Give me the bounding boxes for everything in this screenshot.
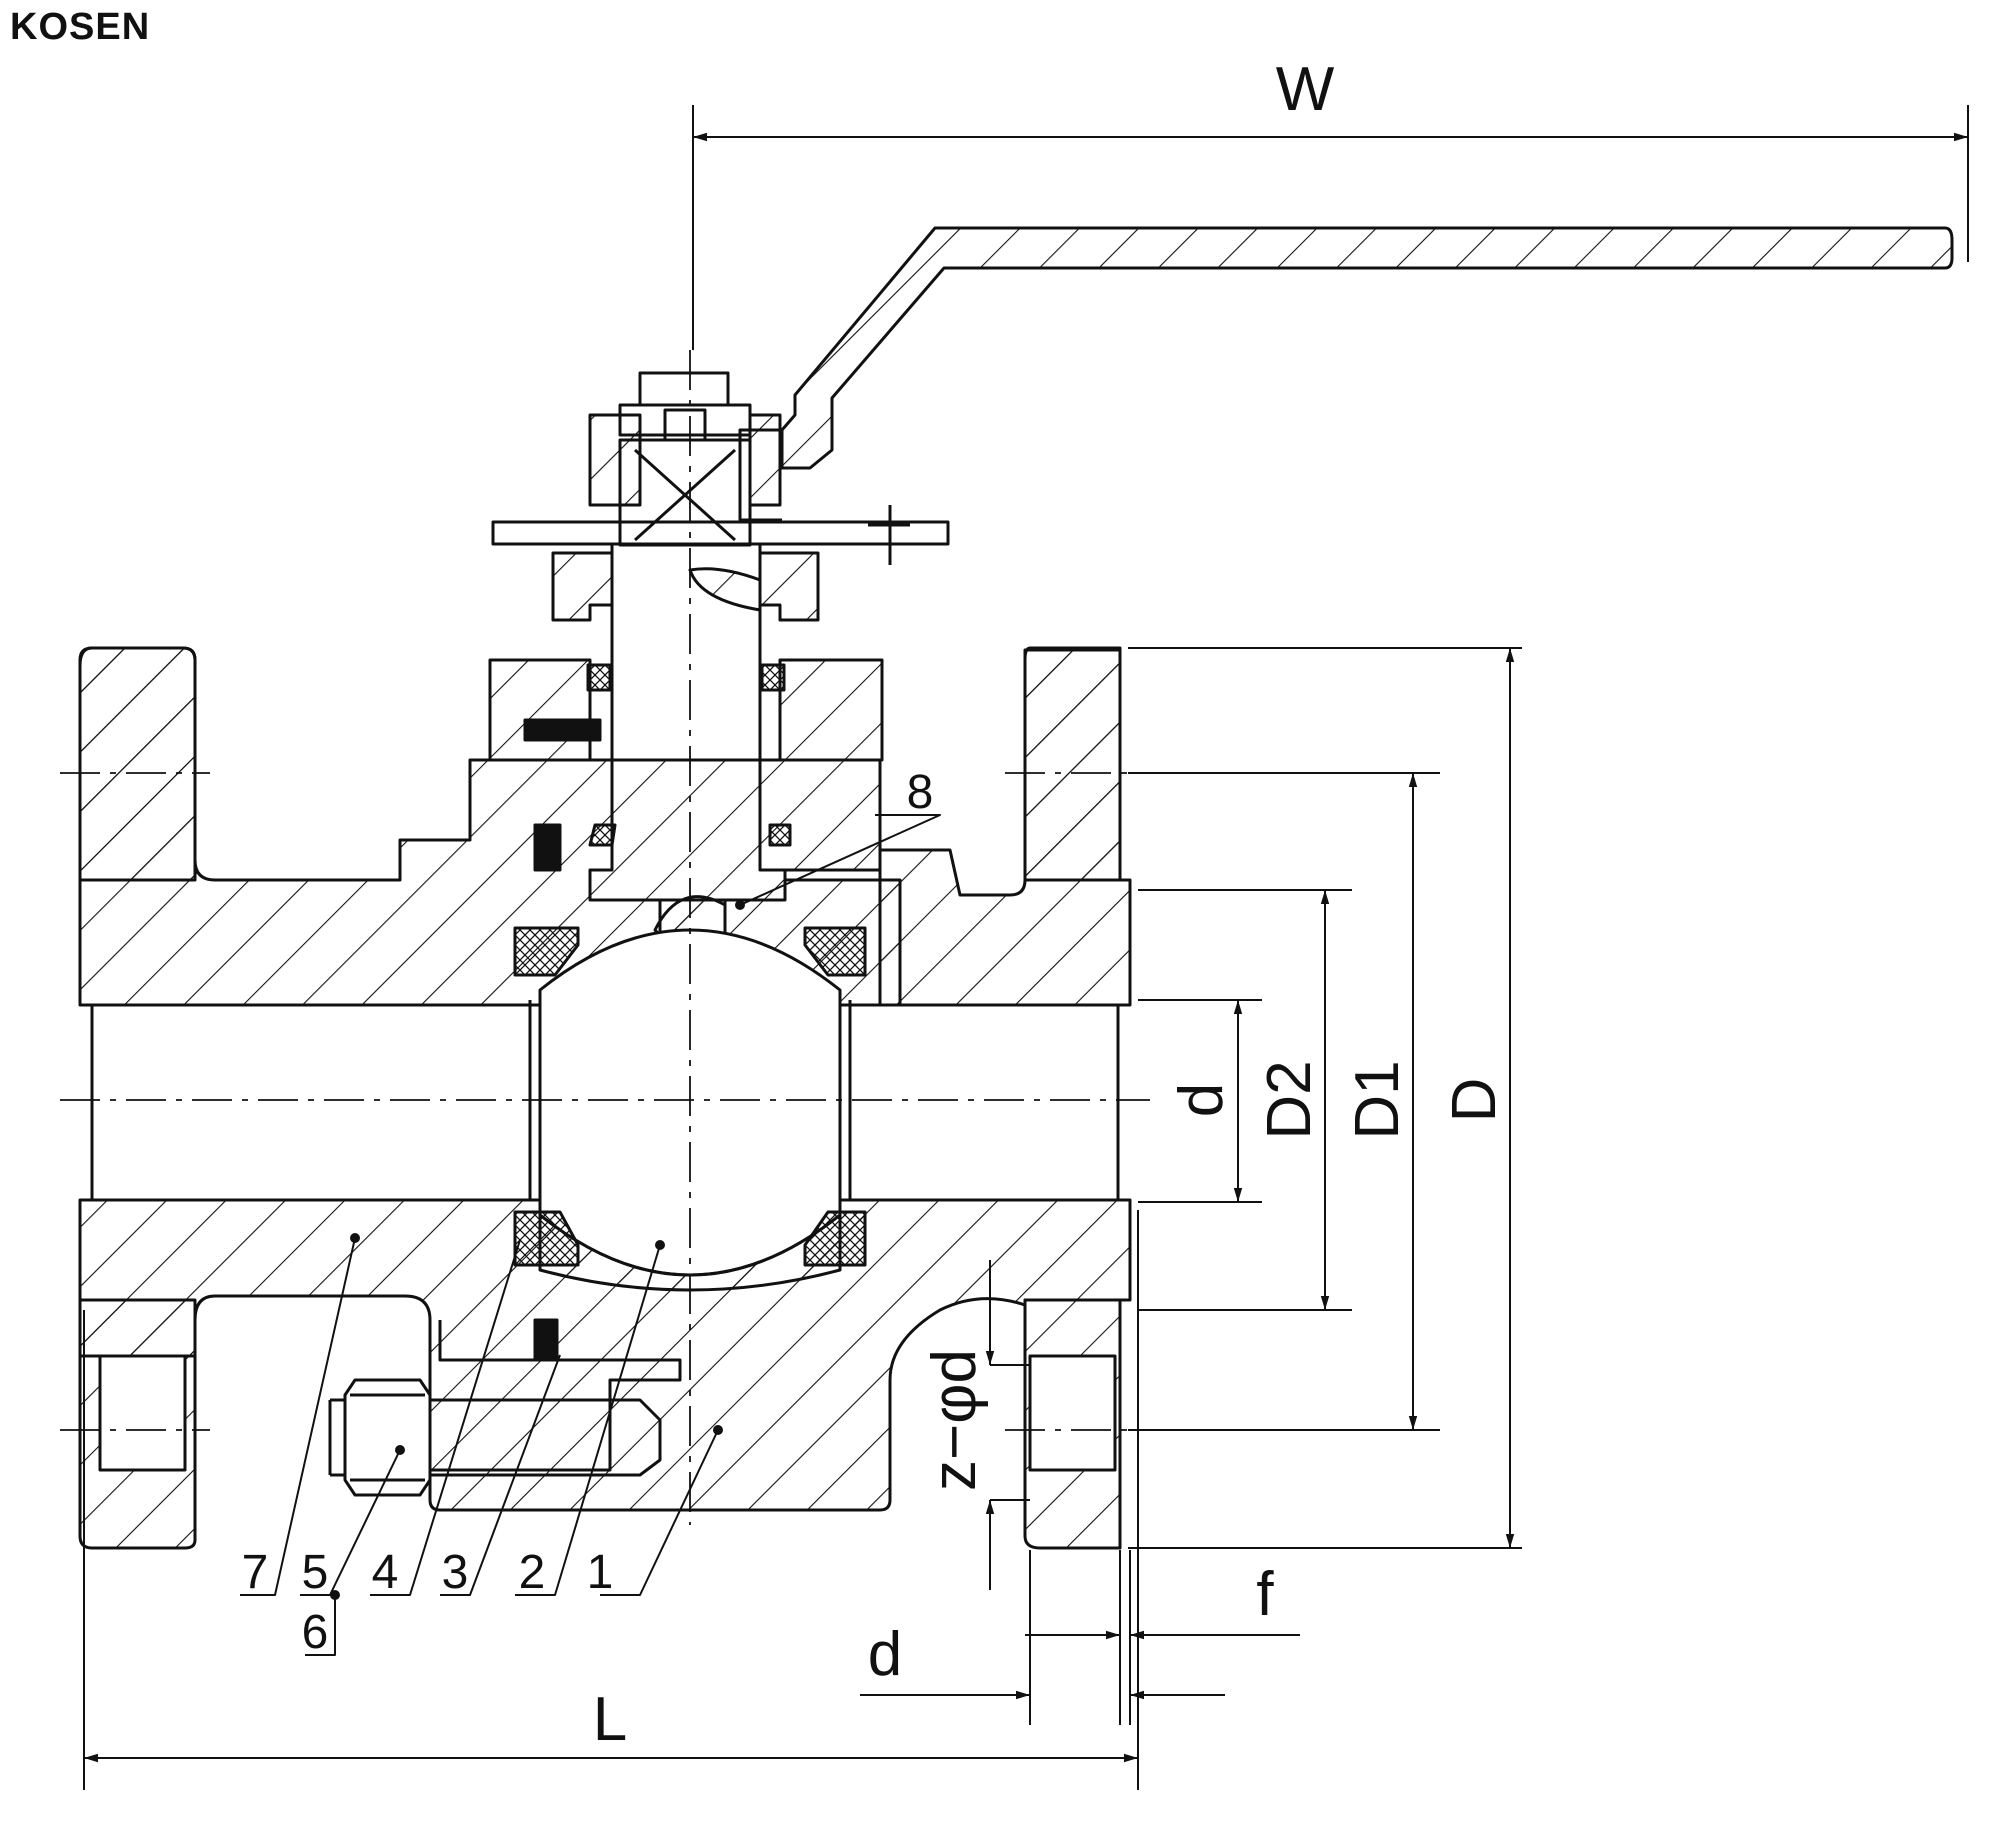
dim-bolt-hole-label: z−φd xyxy=(920,1349,989,1491)
callout-5: 5 xyxy=(302,1546,329,1599)
brand-logo: KOSEN xyxy=(10,6,151,48)
dimension-labels: W L D D1 D2 d z−φd f d xyxy=(593,55,1509,1754)
stem-nut xyxy=(491,371,950,565)
callout-1: 1 xyxy=(587,1546,614,1599)
dim-d2-label: D2 xyxy=(1255,1060,1324,1139)
flange-left xyxy=(78,646,197,1550)
callout-4: 4 xyxy=(372,1546,399,1599)
dim-bore-label: d xyxy=(1167,1083,1236,1117)
dim-f-label: f xyxy=(1256,1560,1274,1629)
stud-bolt xyxy=(328,1378,662,1497)
valve-body-lower xyxy=(78,1198,1132,1512)
callout-7: 7 xyxy=(242,1546,269,1599)
callout-dots xyxy=(330,900,745,1600)
dim-w-label: W xyxy=(1276,55,1335,124)
dim-flange-thickness-label: d xyxy=(868,1620,902,1689)
callout-8: 8 xyxy=(907,766,934,819)
seat-rings xyxy=(513,926,867,1267)
dimension-lines xyxy=(83,105,1969,1790)
callout-3: 3 xyxy=(442,1546,469,1599)
callout-2: 2 xyxy=(519,1546,546,1599)
dim-d1-label: D1 xyxy=(1343,1060,1412,1139)
dim-d-outer-label: D xyxy=(1440,1078,1509,1123)
callout-numbers: 1 2 3 4 5 6 7 8 xyxy=(242,766,934,1659)
flange-right xyxy=(1023,646,1122,1550)
callout-6: 6 xyxy=(302,1606,329,1659)
centre-lines xyxy=(60,350,1150,1525)
dim-l-label: L xyxy=(593,1685,627,1754)
lever-handle xyxy=(738,226,1954,522)
